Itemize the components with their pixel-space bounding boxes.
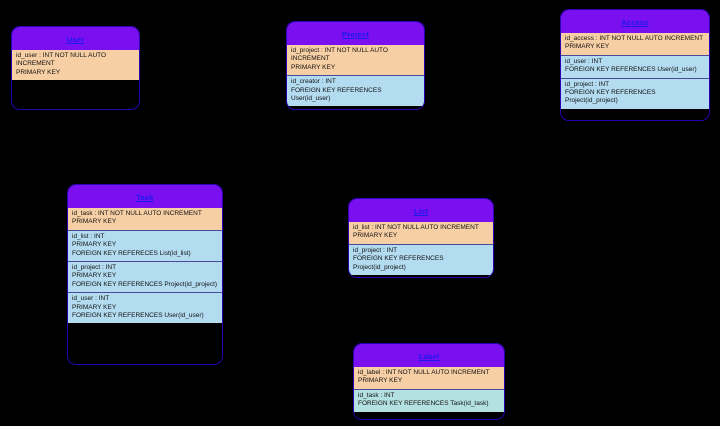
- entity-body-empty-area: [354, 411, 504, 419]
- attribute-row-foreign-key: id_project : INT FOREIGN KEY REFERENCES …: [561, 78, 709, 109]
- attribute-row-primary-key: id_list : INT NOT NULL AUTO INCREMENT PR…: [349, 222, 493, 245]
- entity-body-empty-area: [561, 108, 709, 120]
- entity-header-access: Access: [561, 10, 709, 33]
- attribute-row-primary-key: id_user : INT NOT NULL AUTO INCREMENT PR…: [12, 50, 139, 81]
- attribute-row-foreign-key: id_user : INT PRIMARY KEY FOREIGN KEY RE…: [68, 293, 222, 324]
- attribute-row-primary-key: id_project : INT NOT NULL AUTO INCREMENT…: [287, 45, 424, 77]
- entity-body-empty-area: [12, 80, 139, 109]
- entity-header-list: List: [349, 199, 493, 222]
- attribute-list: id_user : INT NOT NULL AUTO INCREMENT PR…: [12, 50, 139, 81]
- attribute-row-foreign-key: id_list : INT PRIMARY KEY FOREIGN KEY RE…: [68, 230, 222, 263]
- entity-user[interactable]: User id_user : INT NOT NULL AUTO INCREMEN…: [11, 26, 140, 110]
- attribute-row-foreign-key: id_creator : INT FOREIGN KEY REFERENCES …: [287, 76, 424, 107]
- attribute-row-primary-key: id_task : INT NOT NULL AUTO INCREMENT PR…: [68, 208, 222, 231]
- attribute-list: id_label : INT NOT NULL AUTO INCREMENT P…: [354, 367, 504, 412]
- attribute-row-foreign-key: id_project : INT PRIMARY KEY FOREIGN KEY…: [68, 262, 222, 294]
- entity-title: Project: [342, 30, 369, 39]
- entity-body-empty-area: [68, 323, 222, 364]
- attribute-list: id_access : INT NOT NULL AUTO INCREMENT …: [561, 33, 709, 109]
- entity-title: Task: [136, 193, 154, 202]
- attribute-row-foreign-key: id_project : INT FOREIGN KEY REFERENCES …: [349, 244, 493, 276]
- attribute-list: id_list : INT NOT NULL AUTO INCREMENT PR…: [349, 222, 493, 276]
- entity-task[interactable]: Task id_task : INT NOT NULL AUTO INCREMEN…: [67, 184, 223, 365]
- entity-label[interactable]: Label id_label : INT NOT NULL AUTO INCREM…: [353, 343, 505, 420]
- attribute-list: id_project : INT NOT NULL AUTO INCREMENT…: [287, 45, 424, 107]
- entity-title: Access: [621, 18, 649, 27]
- entity-header-task: Task: [68, 185, 222, 208]
- entity-body-empty-area: [349, 275, 493, 277]
- entity-title: Label: [418, 352, 440, 361]
- entity-body-empty-area: [287, 106, 424, 109]
- attribute-row-foreign-key: id_user : INT FOREIGN KEY REFERENCES Use…: [561, 55, 709, 79]
- attribute-list: id_task : INT NOT NULL AUTO INCREMENT PR…: [68, 208, 222, 324]
- entity-title: List: [413, 207, 429, 216]
- entity-list[interactable]: List id_list : INT NOT NULL AUTO INCREMEN…: [348, 198, 494, 278]
- entity-header-label: Label: [354, 344, 504, 367]
- entity-project[interactable]: Project id_project : INT NOT NULL AUTO IN…: [286, 21, 425, 110]
- attribute-row-primary-key: id_access : INT NOT NULL AUTO INCREMENT …: [561, 33, 709, 56]
- attribute-row-foreign-key: id_task : INT FOREIGN KEY REFERENCES Tas…: [354, 389, 504, 412]
- attribute-row-primary-key: id_label : INT NOT NULL AUTO INCREMENT P…: [354, 367, 504, 390]
- entity-header-user: User: [12, 27, 139, 50]
- entity-header-project: Project: [287, 22, 424, 45]
- entity-title: User: [66, 35, 85, 44]
- entity-access[interactable]: Access id_access : INT NOT NULL AUTO INCR…: [560, 9, 710, 121]
